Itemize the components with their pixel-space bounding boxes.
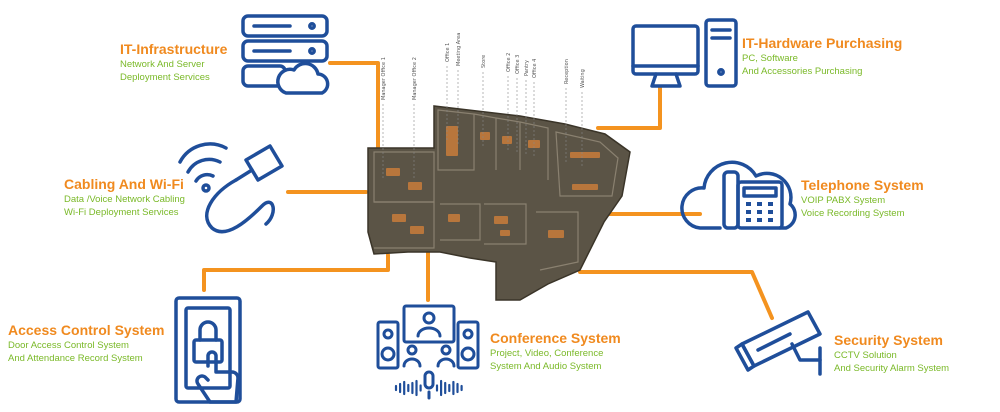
phone-key (746, 218, 751, 222)
office-floor-plan: Manager Office 1 Manager Office 2 Office 1… (367, 33, 631, 301)
service-desc-line-1: PC, Software (742, 53, 798, 64)
service-desc-line-1: Door Access Control System (8, 340, 129, 351)
service-title: Cabling And Wi-Fi (64, 176, 184, 192)
service-title: Security System (834, 332, 943, 348)
room-label: Meeting Area (456, 33, 462, 66)
service-title: Access Control System (8, 322, 165, 338)
desk (502, 136, 512, 144)
room-label: Manager Office 1 (381, 57, 387, 100)
phone-key (746, 210, 751, 214)
connector-security (578, 270, 774, 320)
connector-it-infra (328, 61, 380, 150)
service-title: Conference System (490, 330, 621, 346)
desk (480, 132, 490, 140)
service-security: Security System CCTV Solution And Securi… (834, 332, 949, 375)
desk (570, 152, 600, 158)
room-label: Store (481, 55, 487, 68)
room-label: Office 1 (445, 43, 451, 62)
service-title: IT-Infrastructure (120, 41, 228, 57)
service-access-control: Access Control System Door Access Contro… (8, 322, 164, 365)
room-label-leaders (382, 66, 583, 180)
service-desc-line-2: And Security Alarm System (834, 363, 950, 374)
desk (408, 182, 422, 190)
desk (410, 226, 424, 234)
service-desc-line-2: Wi-Fi Deployment Services (64, 207, 179, 218)
room-walls (373, 109, 619, 271)
room-label: Manager Office 2 (412, 57, 418, 100)
telephone-cloud-icon (680, 160, 797, 230)
room-label: Office 2 (506, 53, 512, 72)
service-desc-line-1: Data /Voice Network Cabling (64, 194, 185, 205)
service-desc-line-2: And Accessories Purchasing (742, 66, 863, 77)
service-telephone: Telephone System VOIP PABX System Voice … (801, 177, 924, 220)
room-label: Pantry (524, 60, 530, 76)
phone-key (757, 218, 762, 222)
desktop-computer-icon (631, 18, 738, 88)
room-label: Waiting (580, 69, 586, 88)
connector-it-hardware (596, 86, 662, 130)
service-desc-line-2: Deployment Services (120, 72, 210, 83)
service-it-hardware: IT-Hardware Purchasing PC, Software And … (742, 35, 902, 78)
conference-screen-icon (376, 304, 480, 400)
service-it-infrastructure: IT-Infrastructure Network And Server Dep… (120, 41, 227, 84)
room-label: Reception (564, 59, 570, 84)
service-desc-line-1: Network And Server (120, 59, 205, 70)
service-desc-line-2: System And Audio System (490, 361, 602, 372)
phone-key (768, 210, 773, 214)
cctv-camera-icon (734, 310, 822, 376)
room-labels: Manager Office 1 Manager Office 2 Office 1… (381, 33, 586, 100)
service-desc-line-1: VOIP PABX System (801, 195, 886, 206)
desk (392, 214, 406, 222)
service-title: Telephone System (801, 177, 924, 193)
fingerprint-door-icon (174, 296, 242, 404)
service-conference: Conference System Project, Video, Confer… (490, 330, 621, 373)
connector-access (202, 253, 390, 292)
service-title: IT-Hardware Purchasing (742, 35, 903, 51)
furniture-desks (386, 126, 600, 238)
service-desc-line-1: CCTV Solution (834, 350, 897, 361)
service-desc-line-2: And Attendance Record System (8, 353, 143, 364)
desk (448, 214, 460, 222)
phone-key (768, 202, 773, 206)
phone-key (768, 218, 773, 222)
phone-key (757, 210, 762, 214)
room-label: Office 3 (515, 55, 521, 74)
desk (548, 230, 564, 238)
wifi-cable-icon (178, 142, 284, 234)
desk (386, 168, 400, 176)
service-desc-line-2: Voice Recording System (801, 208, 905, 219)
desk (500, 230, 510, 236)
phone-key (757, 202, 762, 206)
room-label: Office 4 (532, 59, 538, 78)
service-desc-line-1: Project, Video, Conference (490, 348, 604, 359)
service-cabling-wifi: Cabling And Wi-Fi Data /Voice Network Ca… (64, 176, 185, 219)
server-cloud-icon (241, 14, 330, 95)
desk (572, 184, 598, 190)
phone-key (746, 202, 751, 206)
desk (446, 126, 458, 156)
desk (494, 216, 508, 224)
